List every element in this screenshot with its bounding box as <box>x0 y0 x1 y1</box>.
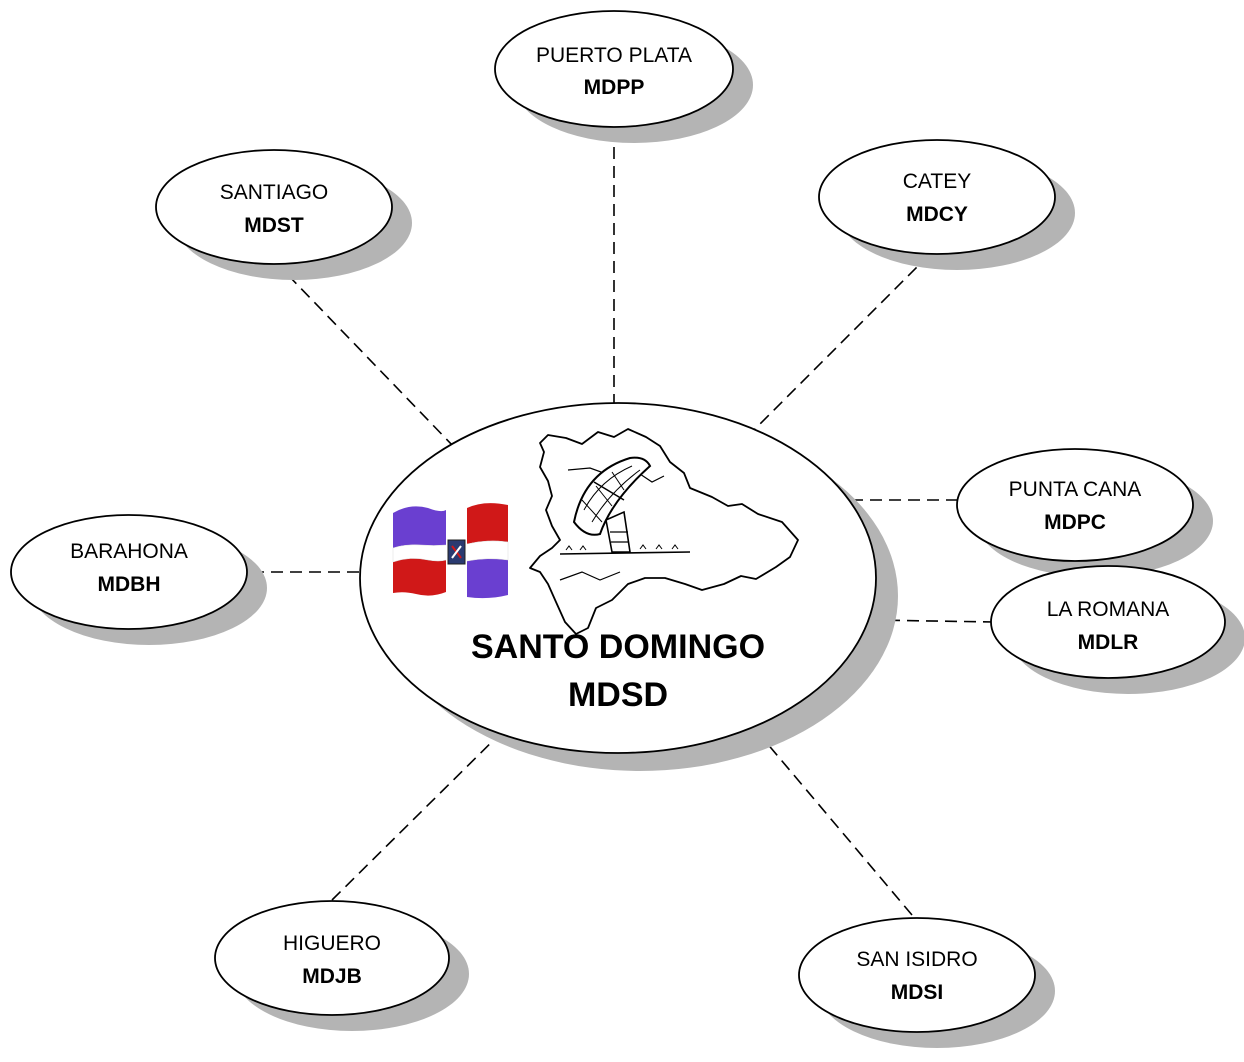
station-name: PUNTA CANA <box>1009 478 1142 501</box>
connector-higuero <box>331 721 513 901</box>
station-name: HIGUERO <box>283 932 381 955</box>
flag-red-quarter <box>467 503 508 544</box>
station-code: MDLR <box>1078 631 1139 654</box>
station-code: MDJB <box>302 965 362 988</box>
dominican-flag-icon <box>392 503 509 599</box>
station-barahona[interactable]: BARAHONA MDBH <box>10 514 267 645</box>
station-name: SANTIAGO <box>220 181 329 204</box>
station-santiago[interactable]: SANTIAGO MDST <box>155 149 412 280</box>
hub-name: SANTO DOMINGO <box>471 628 765 666</box>
station-code: MDSI <box>891 981 944 1004</box>
flag-blue-quarter <box>393 506 446 548</box>
station-name: LA ROMANA <box>1047 598 1170 621</box>
station-name: SAN ISIDRO <box>856 948 977 971</box>
station-code: MDPP <box>584 76 645 99</box>
station-code: MDPC <box>1044 511 1106 534</box>
station-name: PUERTO PLATA <box>536 44 692 67</box>
station-name: BARAHONA <box>70 540 188 563</box>
station-name: CATEY <box>903 170 971 193</box>
connector-santiago <box>287 274 456 449</box>
connectors <box>252 128 996 916</box>
station-code: MDBH <box>98 573 161 596</box>
station-catey[interactable]: CATEY MDCY <box>818 139 1075 270</box>
station-higuero[interactable]: HIGUERO MDJB <box>214 900 469 1031</box>
hub-code: MDSD <box>568 676 668 714</box>
flag-red-quarter <box>393 558 446 596</box>
station-code: MDCY <box>906 203 968 226</box>
connector-catey <box>747 253 931 437</box>
station-code: MDST <box>244 214 304 237</box>
flag-blue-quarter <box>467 558 508 599</box>
station-la-romana[interactable]: LA ROMANA MDLR <box>990 565 1244 694</box>
station-puerto-plata[interactable]: PUERTO PLATA MDPP <box>494 10 753 143</box>
hub-santo-domingo[interactable]: SANTO DOMINGO MDSD <box>359 402 898 771</box>
station-punta-cana[interactable]: PUNTA CANA MDPC <box>956 448 1213 577</box>
satellite-dish-icon <box>559 456 691 555</box>
connector-san-isidro <box>743 715 913 916</box>
station-san-isidro[interactable]: SAN ISIDRO MDSI <box>798 917 1055 1048</box>
